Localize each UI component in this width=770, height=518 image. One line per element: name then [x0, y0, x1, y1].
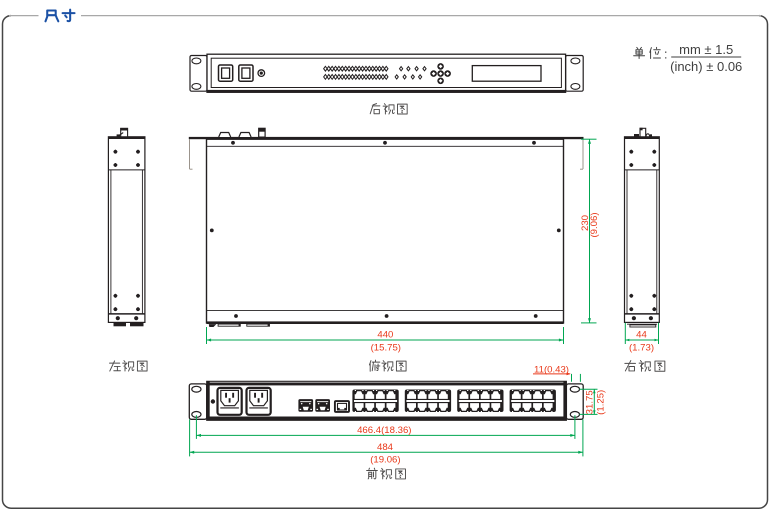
- svg-text::: :: [664, 47, 667, 61]
- svg-text:(inch) ± 0.06: (inch) ± 0.06: [670, 59, 742, 74]
- svg-text:466.4(18.36): 466.4(18.36): [357, 425, 411, 436]
- svg-text:mm ± 1.5: mm ± 1.5: [679, 42, 733, 57]
- svg-text:31.75: 31.75: [585, 390, 596, 414]
- svg-text:(19.06): (19.06): [370, 454, 400, 465]
- svg-text:230: 230: [580, 215, 591, 231]
- svg-text:440: 440: [377, 330, 393, 341]
- svg-text:44: 44: [636, 330, 647, 341]
- svg-text:(9.06): (9.06): [589, 212, 600, 237]
- svg-text:(1.25): (1.25): [596, 390, 607, 415]
- svg-text:11(0.43): 11(0.43): [534, 364, 569, 375]
- svg-text:484: 484: [377, 442, 394, 453]
- svg-text:(1.73): (1.73): [629, 342, 654, 353]
- svg-text:(15.75): (15.75): [371, 342, 401, 353]
